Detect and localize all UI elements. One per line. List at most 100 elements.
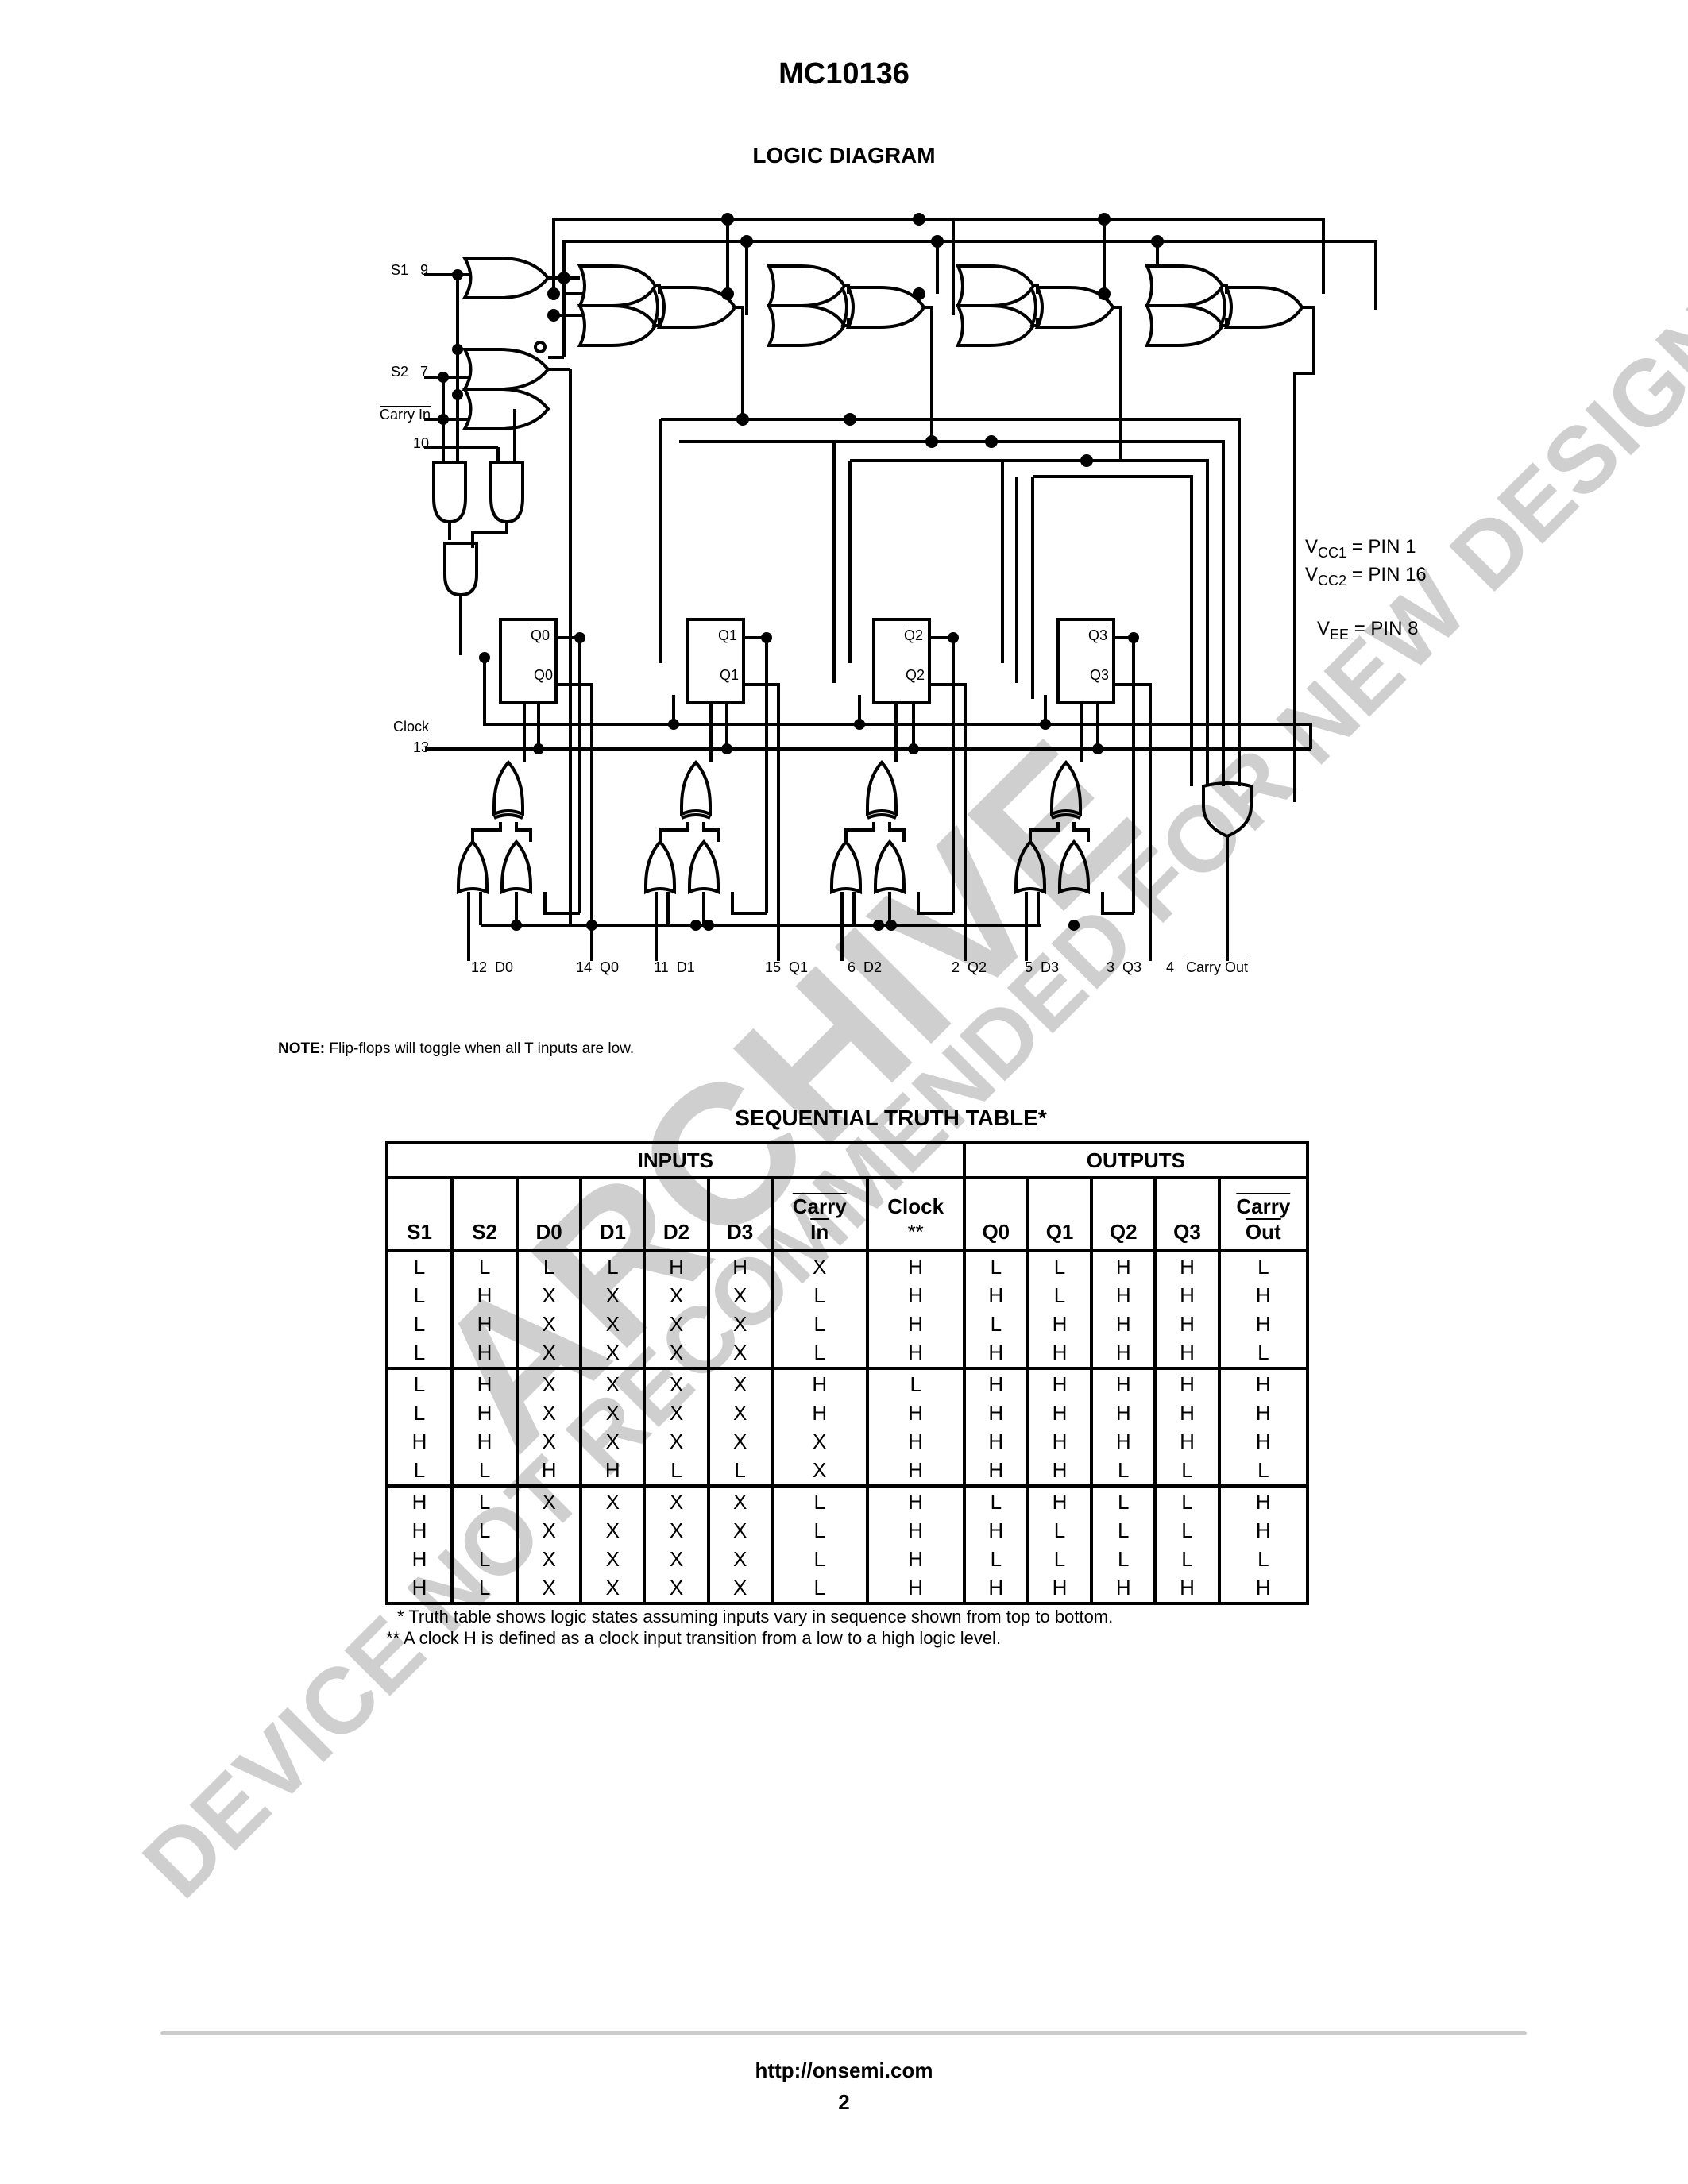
table-cell: H	[962, 1516, 1029, 1545]
carry-in-input-label: Carry In	[380, 407, 431, 423]
table-cell: H	[1217, 1310, 1310, 1338]
table-cell: X	[579, 1367, 647, 1399]
table-cell: X	[516, 1338, 583, 1368]
table-cell: H	[1217, 1484, 1310, 1516]
table-cell: H	[1026, 1456, 1094, 1486]
table-cell: H	[962, 1338, 1029, 1368]
table-cell: L	[1217, 1251, 1310, 1281]
table-cell: H	[1026, 1484, 1094, 1516]
pin-q2-label: 2 Q2	[952, 959, 987, 975]
table-cell: L	[1153, 1484, 1221, 1516]
table-cell: L	[962, 1251, 1029, 1281]
table-cell: H	[1153, 1281, 1221, 1310]
table-cell: H	[1026, 1573, 1094, 1605]
table-cell: L	[1026, 1281, 1094, 1310]
table-cell: H	[1153, 1573, 1221, 1605]
table-cell: L	[1217, 1338, 1310, 1368]
clock-pin-label: 13	[413, 739, 430, 755]
clock-input-label: Clock	[393, 719, 430, 735]
table-cell: X	[516, 1367, 583, 1399]
table-cell: L	[865, 1367, 966, 1399]
vee-label: VEE = PIN 8	[1317, 618, 1419, 642]
table-cell: X	[579, 1427, 647, 1456]
table-cell: H	[450, 1367, 520, 1399]
col-d3: D3	[706, 1176, 774, 1252]
table-cell: L	[450, 1516, 520, 1545]
table-cell: L	[1217, 1545, 1310, 1573]
table-cell: L	[770, 1516, 869, 1545]
vcc1-label: VCC1 = PIN 1	[1305, 536, 1416, 561]
table-cell: H	[865, 1338, 966, 1368]
table-cell: L	[384, 1281, 454, 1310]
col-q0: Q0	[962, 1176, 1029, 1252]
table-cell: L	[450, 1573, 520, 1605]
table-cell: H	[1217, 1281, 1310, 1310]
table-cell: H	[770, 1399, 869, 1427]
table-cell: X	[579, 1310, 647, 1338]
table-cell: X	[579, 1545, 647, 1573]
table-cell: L	[579, 1251, 647, 1281]
col-s1: S1	[384, 1176, 454, 1252]
table-cell: X	[579, 1399, 647, 1427]
table-cell: H	[865, 1456, 966, 1486]
table-cell: H	[384, 1516, 454, 1545]
table-cell: H	[865, 1427, 966, 1456]
table-cell: L	[450, 1456, 520, 1486]
col-d1: D1	[579, 1176, 647, 1252]
ff3-qbar-label: Q3	[1088, 627, 1108, 643]
table-cell: L	[770, 1573, 869, 1605]
table-cell: H	[1090, 1310, 1157, 1338]
pin-d3-label: 5 D3	[1025, 959, 1060, 975]
table-cell: H	[865, 1573, 966, 1605]
table-cell: L	[516, 1251, 583, 1281]
table-cell: H	[450, 1281, 520, 1310]
table-cell: H	[706, 1251, 774, 1281]
table-cell: X	[516, 1484, 583, 1516]
table-cell: H	[1026, 1427, 1094, 1456]
table-cell: X	[706, 1399, 774, 1427]
table-cell: L	[384, 1338, 454, 1368]
table-cell: X	[516, 1573, 583, 1605]
table-cell: X	[706, 1516, 774, 1545]
table-cell: L	[770, 1338, 869, 1368]
table-cell: X	[770, 1251, 869, 1281]
table-cell: L	[643, 1456, 710, 1486]
inputs-group-header: INPUTS	[385, 1141, 966, 1179]
table-cell: H	[1153, 1251, 1221, 1281]
table-cell: H	[384, 1573, 454, 1605]
table-cell: L	[1026, 1516, 1094, 1545]
table-cell: H	[865, 1251, 966, 1281]
table-cell: X	[579, 1516, 647, 1545]
table-cell: H	[450, 1427, 520, 1456]
pin-d2-label: 6 D2	[848, 959, 883, 975]
ff1-qbar-label: Q1	[718, 627, 738, 643]
table-cell: L	[450, 1484, 520, 1516]
table-cell: X	[706, 1545, 774, 1573]
table-cell: X	[643, 1338, 710, 1368]
ff3-q-label: Q3	[1090, 667, 1110, 683]
table-cell: H	[1217, 1399, 1310, 1427]
table-cell: X	[706, 1367, 774, 1399]
page-number: 2	[838, 2090, 850, 2114]
table-cell: X	[643, 1399, 710, 1427]
col-q2: Q2	[1090, 1176, 1157, 1252]
table-cell: X	[579, 1484, 647, 1516]
table-cell: H	[865, 1399, 966, 1427]
table-cell: L	[384, 1251, 454, 1281]
table-cell: H	[1153, 1399, 1221, 1427]
diagram-note: NOTE: Flip-flops will toggle when all T …	[278, 1040, 635, 1057]
table-cell: H	[1090, 1251, 1157, 1281]
table-cell: H	[579, 1456, 647, 1486]
s2-input-label: S2 7	[391, 364, 429, 380]
table-cell: X	[770, 1456, 869, 1486]
